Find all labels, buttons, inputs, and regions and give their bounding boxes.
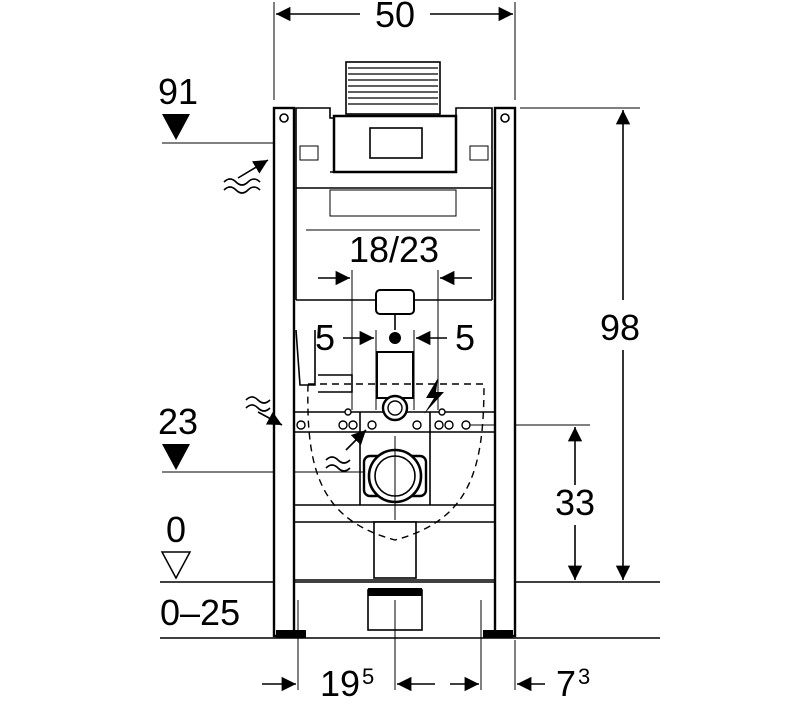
- height-mark-91: 91: [158, 71, 282, 144]
- water-wave-icon: [325, 429, 367, 472]
- dimension-bottom-left: 19 5: [262, 663, 435, 704]
- floor-range-0-25: 0–25: [160, 592, 660, 639]
- height-mark-23: 23: [158, 401, 370, 473]
- installation-frame: [272, 106, 517, 638]
- dimension-height-33: 33: [470, 424, 595, 580]
- floor-mark-0: 0: [160, 509, 660, 583]
- label-height-23: 23: [158, 401, 198, 442]
- label-width-50: 50: [375, 0, 415, 35]
- label-height-98: 98: [600, 307, 640, 348]
- label-floor-0: 0: [166, 509, 186, 550]
- label-bottom-left-base: 19: [320, 663, 360, 700]
- lightning-icon: [424, 378, 444, 414]
- cistern: [295, 61, 493, 330]
- label-bottom-right-base: 7: [556, 663, 576, 700]
- dimension-width-50: 50: [273, 0, 516, 100]
- water-wave-icon: [223, 159, 269, 194]
- water-wave-icon: [245, 396, 283, 426]
- label-bottom-right-sup: 3: [578, 664, 590, 689]
- dimension-bottom-right: 7 3: [450, 663, 590, 704]
- label-pipe-spacing: 18/23: [349, 229, 439, 270]
- dimension-height-98: 98: [520, 107, 640, 580]
- label-height-91: 91: [158, 71, 198, 112]
- label-height-33: 33: [555, 482, 595, 523]
- label-offset-right: 5: [455, 317, 475, 358]
- label-offset-left: 5: [315, 317, 335, 358]
- label-floor-range: 0–25: [160, 592, 240, 633]
- label-bottom-left-sup: 5: [362, 664, 374, 689]
- dimension-pipe-spacing: 18/23: [318, 229, 472, 410]
- connections: [295, 329, 516, 690]
